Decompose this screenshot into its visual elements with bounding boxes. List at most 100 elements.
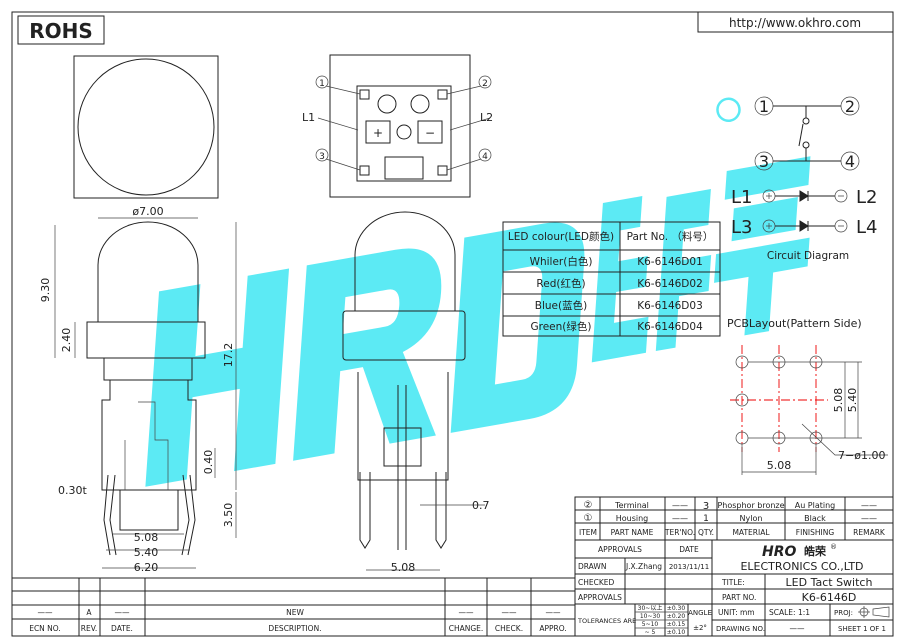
company-logo-chinese: 皓荣: [804, 544, 827, 558]
rev-appro: ——: [546, 608, 562, 617]
website-url: http://www.okhro.com: [729, 16, 861, 30]
rev-header-description: DESCRIPTION.: [268, 624, 321, 633]
bom-header-material: MATERIAL: [732, 528, 770, 537]
pin-label-2: 2: [482, 79, 488, 89]
drawing-no-label: DRAWING NO.: [716, 625, 765, 633]
led-table-header-part: Part No. （料号）: [627, 230, 714, 243]
tol-range: 30~以上: [638, 604, 663, 612]
rev-header-check: CHECK.: [495, 624, 523, 633]
bom-material: Phosphor bronze: [717, 501, 784, 510]
bom-item: ②: [584, 500, 593, 511]
watermark-letter-r: [293, 248, 442, 461]
projection-label: PROJ:: [834, 609, 853, 617]
rev-letter: A: [86, 608, 92, 617]
front-view: [342, 211, 485, 571]
bom-item: ①: [584, 513, 593, 524]
dim-6-20: 6.20: [134, 561, 159, 574]
led-colour: Whiler(白色): [530, 255, 593, 268]
dim-5-08: 5.08: [134, 531, 159, 544]
url-box: [697, 11, 894, 33]
side-view: [54, 217, 237, 569]
circuit-l2: L2: [856, 187, 877, 208]
rev-header-ecn: ECN NO.: [29, 624, 61, 633]
led-colour: Green(绿色): [531, 320, 592, 333]
rev-header-rev: REV.: [81, 624, 98, 633]
circuit-l3: L3: [731, 217, 752, 238]
pin-label-3: 3: [319, 152, 325, 162]
rohs-label: ROHS: [29, 19, 93, 43]
scale-label: SCALE: 1:1: [769, 608, 810, 617]
circuit-l1: L1: [731, 187, 752, 208]
led-colour: Blue(蓝色): [535, 299, 587, 312]
rev-header-change: CHANGE.: [449, 624, 484, 633]
sheet-number: SHEET 1 OF 1: [838, 625, 886, 633]
angle-label: ANGLE: [688, 609, 712, 617]
dim-pitch-5-08: 5.08: [391, 561, 416, 574]
led-table-header-colour: LED colour(LED颜色): [508, 230, 614, 243]
watermark-chinese-glyph-2: [714, 156, 811, 336]
pin-label-1: 1: [319, 79, 325, 89]
minus-sign: −: [425, 126, 435, 140]
bom-part-name: Housing: [616, 514, 649, 523]
angle-value: ±2°: [693, 624, 707, 632]
rev-date: ——: [115, 608, 131, 617]
watermark-registered-mark: [716, 97, 741, 123]
circuit-pin-1: 1: [759, 97, 769, 116]
dim-0-40: 0.40: [202, 450, 215, 475]
dim-17-2: 17.2: [222, 343, 235, 368]
drawn-label: DRAWN: [578, 562, 606, 571]
bom-header-item: ITEM: [579, 528, 597, 537]
pcb-layout-title: PCBLayout(Pattern Side): [727, 317, 862, 330]
bottom-view-housing: [315, 54, 492, 198]
tol-value: ±0.10: [667, 629, 686, 636]
rev-header-appro: APPRO.: [539, 624, 566, 633]
led-colour-table: [502, 221, 721, 337]
bom-finishing: Au Plating: [795, 501, 836, 510]
part-no-label: PART NO.: [722, 593, 756, 602]
company-logo: HRO 皓荣 ®: [762, 543, 837, 560]
circuit-pin-3: 3: [759, 152, 769, 171]
led-part-no: K6-6146D01: [637, 256, 703, 268]
tol-value: ±0.15: [667, 621, 686, 628]
tol-value: ±0.20: [667, 613, 686, 620]
led-label-l2: L2: [480, 111, 493, 124]
bom-ter-no: ——: [672, 514, 688, 523]
checked-label: CHECKED: [578, 578, 615, 587]
tol-value: ±0.30: [667, 605, 686, 612]
approvals-header: APPROVALS: [598, 545, 642, 554]
bom-header-name: PART NAME: [611, 528, 654, 537]
dim-0-7: 0.7: [472, 499, 490, 512]
pcb-hole-spec: 7−ø1.00: [838, 449, 885, 462]
bom-header-finishing: FINISHING: [796, 528, 835, 537]
tol-range: 5~10: [642, 621, 659, 628]
title-block-grid: [574, 496, 894, 637]
rev-check: ——: [502, 608, 518, 617]
dim-3-50: 3.50: [222, 503, 235, 528]
pcb-layout: [730, 345, 888, 475]
company-name: ELECTRONICS CO.,LTD: [740, 560, 863, 573]
rev-ecn: ——: [38, 608, 54, 617]
bom-material: Nylon: [740, 514, 763, 523]
company-logo-brand: HRO: [762, 544, 796, 560]
drawn-by: J.X.Zhang: [625, 562, 662, 571]
drawing-title: LED Tact Switch: [786, 576, 873, 589]
drawn-date: 2013/11/11: [669, 563, 709, 571]
pcb-dim-5-40: 5.40: [846, 388, 859, 413]
bom-ter-no: ——: [672, 501, 688, 510]
drawing-no-value: ——: [790, 624, 806, 633]
rev-header-date: DATE.: [111, 624, 133, 633]
circuit-pin-4: 4: [845, 152, 855, 171]
bom-header-qty: QTY.: [698, 528, 714, 537]
date-header: DATE: [679, 545, 699, 554]
tol-range: ~ 5: [645, 629, 656, 636]
watermark-letter-o: [450, 222, 585, 433]
bom-part-name: Terminal: [614, 501, 649, 510]
bom-qty: 1: [703, 514, 709, 524]
watermark-letter-h: [145, 268, 290, 487]
dim-2-40: 2.40: [60, 328, 73, 353]
bom-remark: ——: [861, 514, 877, 523]
company-logo-registered: ®: [830, 543, 837, 551]
circuit-pin-2: 2: [845, 97, 855, 116]
pcb-dim-horizontal: 5.08: [767, 459, 792, 472]
